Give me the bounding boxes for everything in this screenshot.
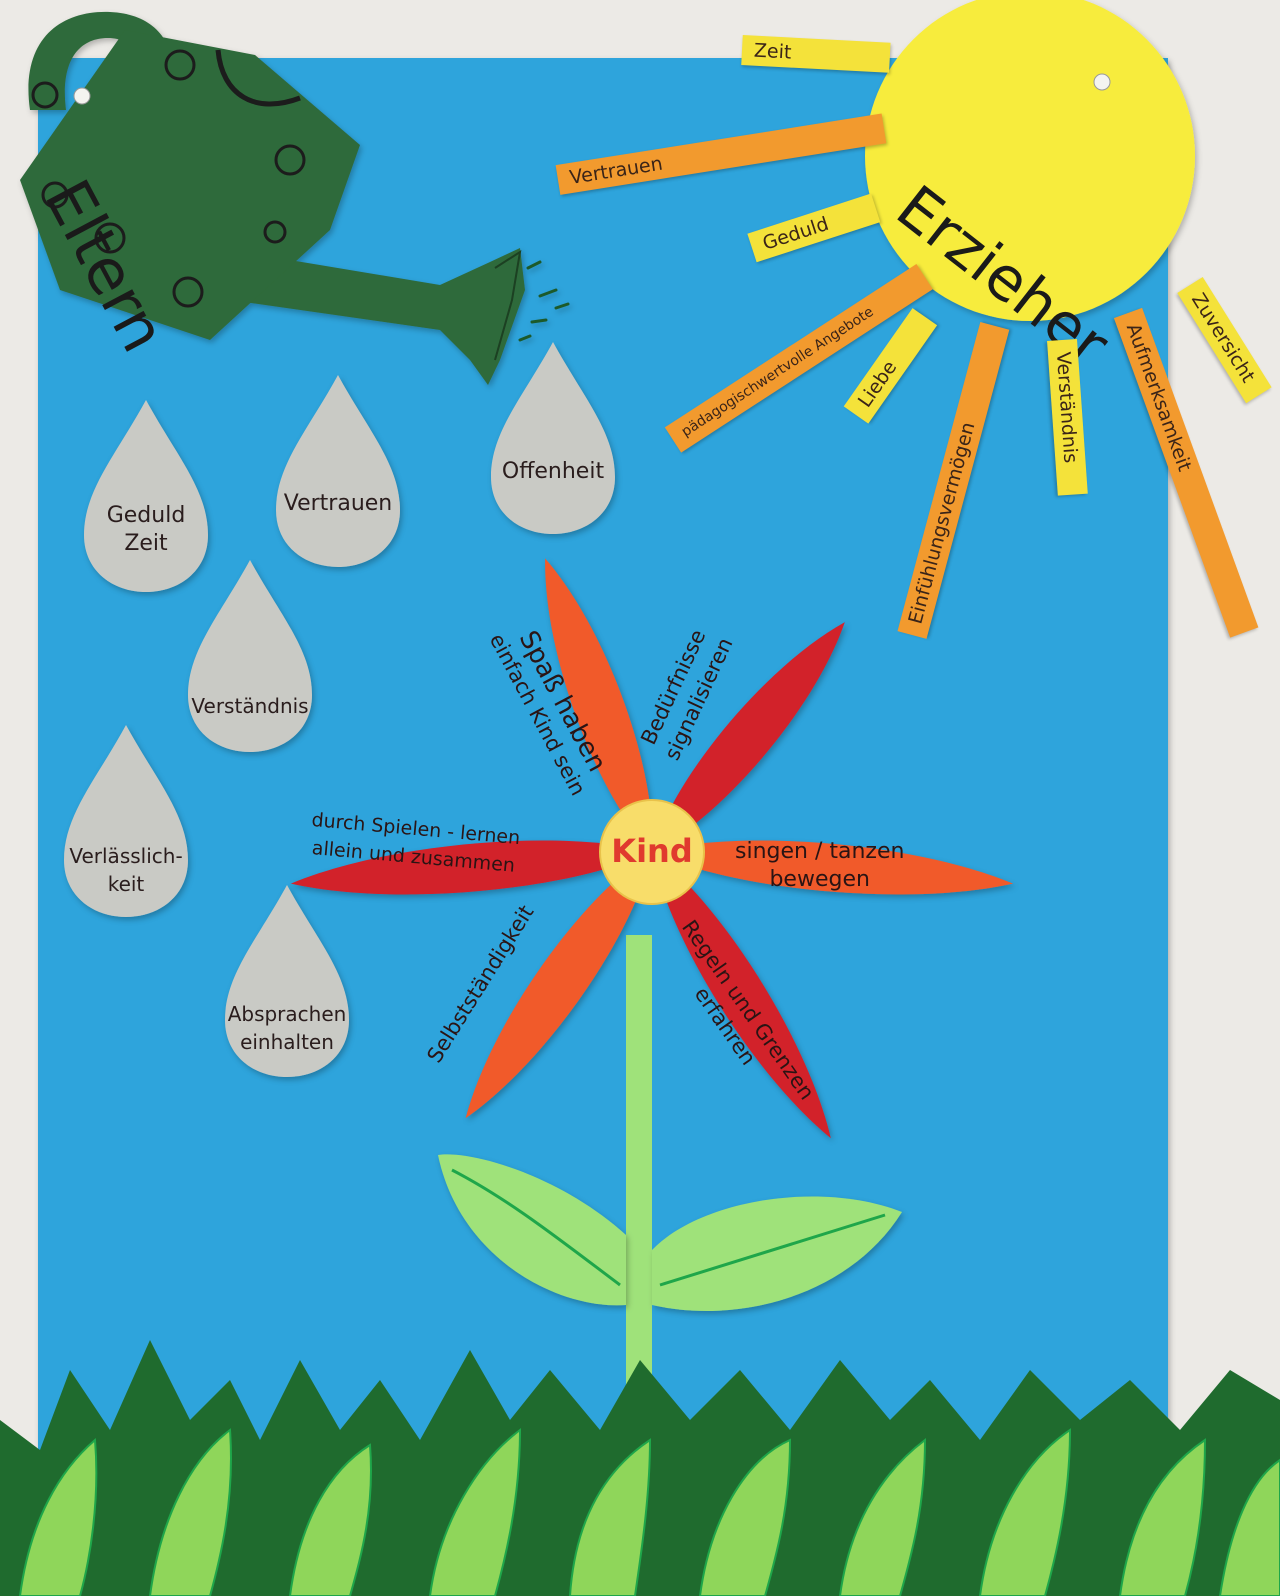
flower-center	[599, 799, 705, 905]
water-spray	[518, 260, 570, 342]
grass-light	[18, 1427, 1280, 1596]
drop-text-6: Absprachen einhalten	[228, 1000, 347, 1056]
watering-can-spout	[230, 248, 525, 385]
petal-text-line: bewegen	[769, 867, 870, 892]
drop-text-3: Offenheit	[502, 458, 604, 486]
clover-decorations	[31, 49, 306, 308]
leaf-right	[652, 1196, 902, 1311]
drop-text-line: Verständnis	[191, 694, 309, 718]
drop-text-2: Vertrauen	[284, 490, 393, 518]
petal-text-line: singen / tanzen	[735, 839, 905, 864]
drop-text-line: Vertrauen	[283, 491, 393, 516]
pushpin	[73, 87, 91, 105]
drop-text-line: Absprachen	[227, 1002, 347, 1026]
watering-can	[20, 11, 570, 385]
drop-text-line: Geduld	[106, 503, 186, 528]
drop-text-line: einhalten	[240, 1030, 334, 1054]
petal-text-3: singen / tanzen bewegen	[735, 838, 904, 894]
drop-text-line: Zeit	[124, 531, 168, 556]
drop-text-line: Verlässlich-	[69, 844, 183, 868]
flower-center-label: Kind	[611, 832, 693, 870]
flower-stem	[626, 935, 652, 1405]
drop-text-5: Verlässlich- keit	[69, 842, 182, 898]
drop-text-line: keit	[107, 872, 145, 896]
pushpin	[1093, 73, 1111, 91]
leaf-left	[438, 1154, 626, 1306]
drop-text-4: Verständnis	[191, 692, 308, 720]
drop-text-1: Geduld Zeit	[107, 502, 186, 558]
sun-disc	[865, 0, 1195, 321]
drop-text-line: Offenheit	[501, 459, 605, 484]
watering-can-body	[20, 30, 360, 340]
